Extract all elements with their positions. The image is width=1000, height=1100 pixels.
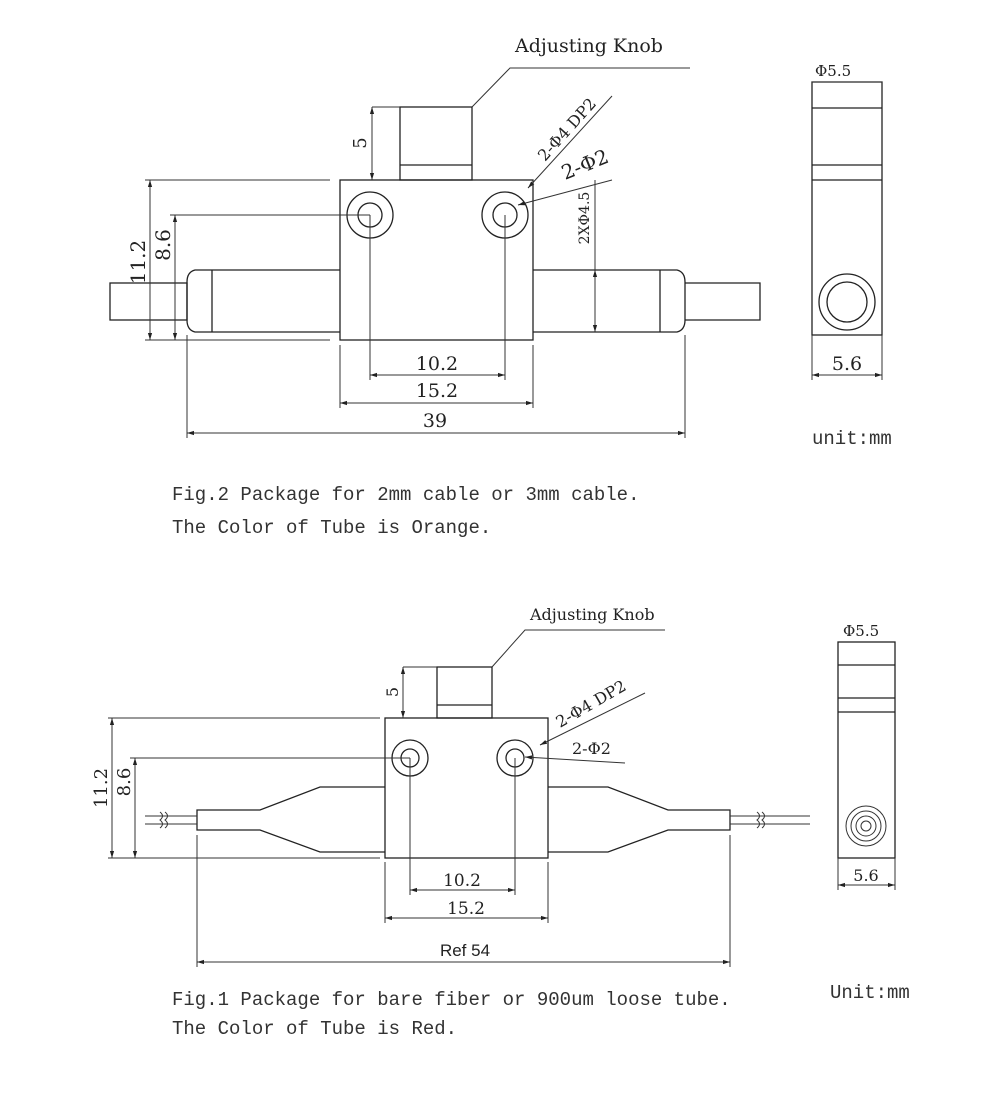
fig2-caption-line2: The Color of Tube is Orange. xyxy=(172,517,491,539)
fig2-side-view: Φ5.5 5.6 unit:mm xyxy=(811,62,892,450)
fig2-dim-block-width: 15.2 xyxy=(416,380,458,402)
fig1-dim-block-width: 15.2 xyxy=(447,899,485,919)
fig2-adjusting-knob xyxy=(399,106,473,181)
fig2-tube-diameter: 2XΦ4.5 xyxy=(577,192,593,245)
fig1-hole-spec-large: 2-Φ4 DP2 xyxy=(553,676,630,731)
fig2-dim-hole-height: 8.6 xyxy=(151,229,175,261)
fig1-hole-spec-small: 2-Φ2 xyxy=(572,739,611,758)
fig2-dim-height: 11.2 xyxy=(126,240,150,285)
fig1-knob-label: Adjusting Knob xyxy=(529,605,655,624)
fig1-boot-left xyxy=(196,786,385,853)
fig1-side-view: Φ5.5 5.6 Unit:mm xyxy=(830,622,910,1004)
fig1-adjusting-knob xyxy=(436,666,493,719)
fig1-caption-line2: The Color of Tube is Red. xyxy=(172,1018,457,1040)
fig2-unit: unit:mm xyxy=(812,428,892,450)
fig2-front-view: 11.2 8.6 5 10.2 15.2 39 2XΦ4.5 Adjusting… xyxy=(109,35,761,438)
fig2-side-top: Φ5.5 xyxy=(815,62,851,80)
fig1-unit: Unit:mm xyxy=(830,982,910,1004)
fig2-tube-right xyxy=(533,269,686,333)
fig2-dim-hole-spacing: 10.2 xyxy=(416,353,458,375)
fig2-dim-knob: 5 xyxy=(350,137,371,148)
fig2-dim-total: 39 xyxy=(423,410,447,432)
fig1-front-view: 11.2 8.6 5 10.2 15.2 Ref 54 Adjusting Kn… xyxy=(91,605,810,967)
fig2-cable-right xyxy=(685,282,761,321)
fig2-tube-left xyxy=(186,269,340,333)
fig1-dim-hole-spacing: 10.2 xyxy=(443,871,481,891)
fig1-dim-total: Ref 54 xyxy=(440,941,490,960)
fig1-break-left-icon xyxy=(159,811,168,829)
fig1-caption-line1: Fig.1 Package for bare fiber or 900um lo… xyxy=(172,989,731,1011)
fig1-break-right-icon xyxy=(756,811,765,829)
fig2-hole-spec-small: 2-Φ2 xyxy=(558,144,612,184)
fig1-block xyxy=(384,717,549,859)
fig1-side-width: 5.6 xyxy=(853,866,878,885)
fig2-side-width: 5.6 xyxy=(832,353,862,375)
fig1-dim-hole-height: 8.6 xyxy=(114,768,135,797)
fig1-dim-knob: 5 xyxy=(383,687,402,697)
fig1-boot-right xyxy=(548,786,731,853)
fig1-dim-height: 11.2 xyxy=(91,768,112,808)
fig1-side-top: Φ5.5 xyxy=(843,622,879,640)
fig2-block xyxy=(339,179,534,341)
fig2-knob-label: Adjusting Knob xyxy=(514,35,663,57)
fig2-caption-line1: Fig.2 Package for 2mm cable or 3mm cable… xyxy=(172,484,639,506)
